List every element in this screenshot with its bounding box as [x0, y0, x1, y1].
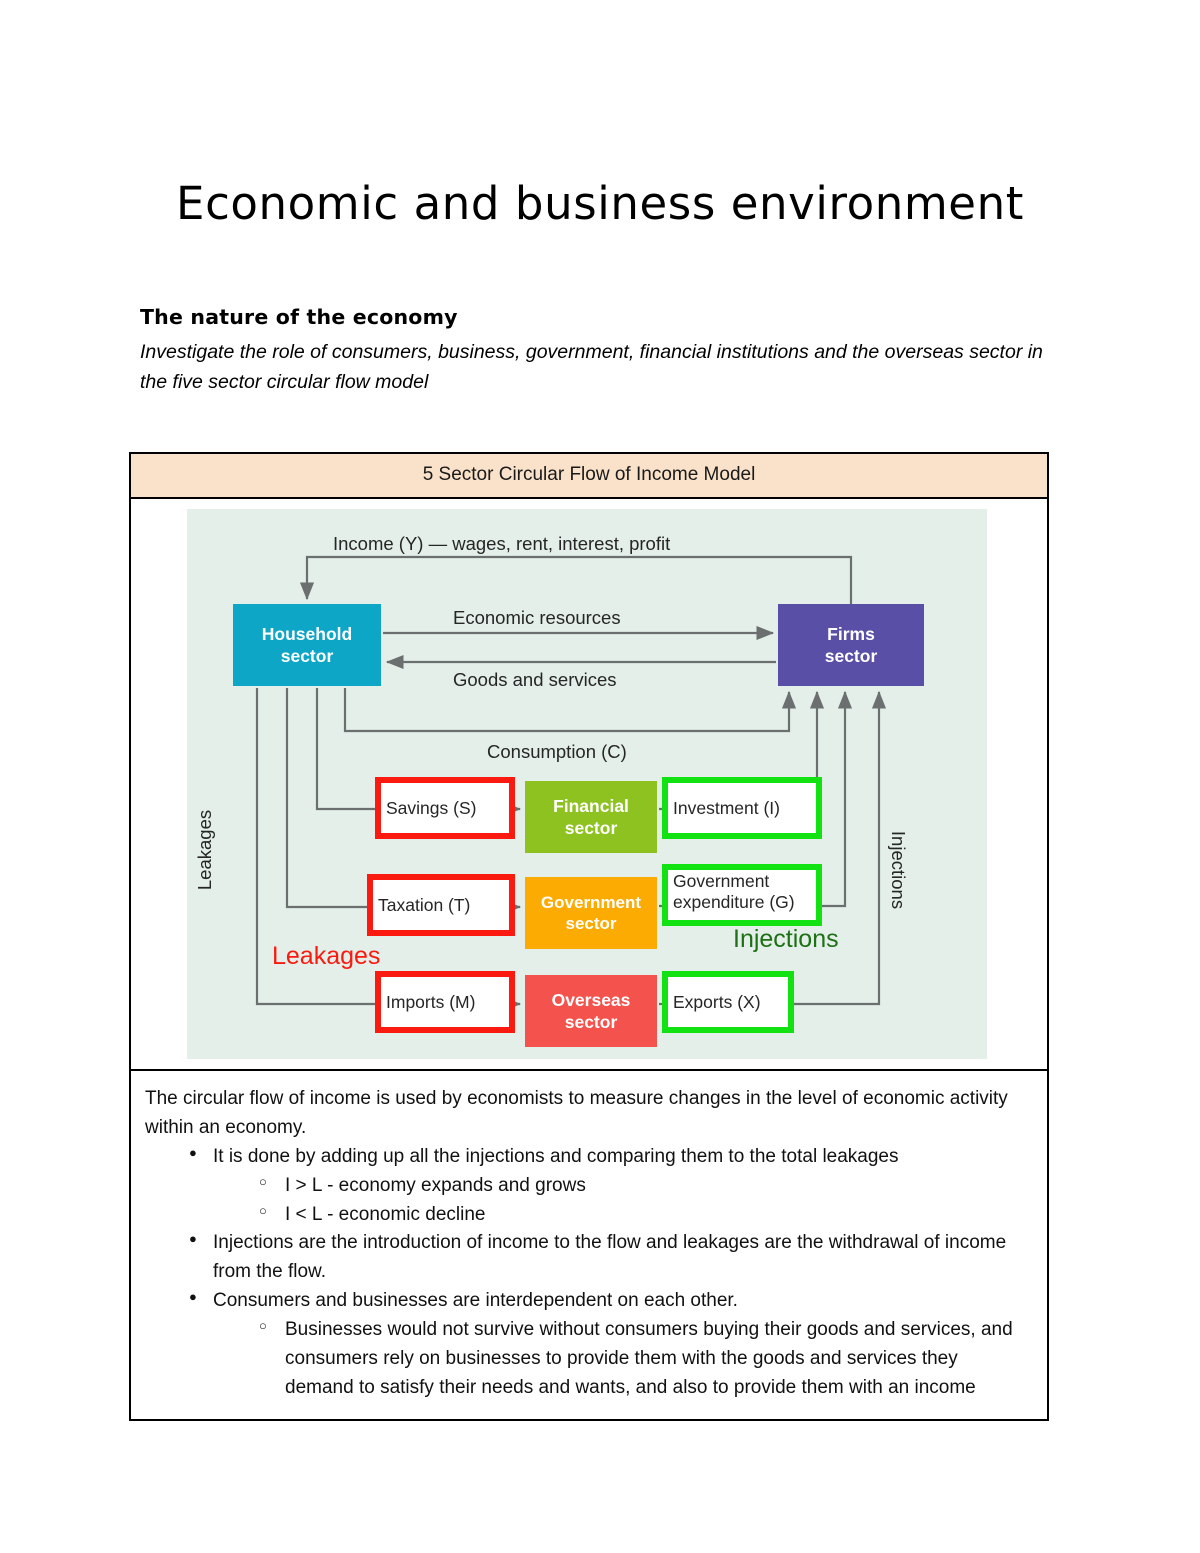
sector-financial-line1: Financial: [553, 795, 629, 816]
sector-household-line1: Household: [261, 623, 353, 644]
sector-overseas-line2: sector: [564, 1012, 618, 1032]
section-subtitle: Investigate the role of consumers, busin…: [140, 341, 1043, 393]
page-title: Economic and business environment: [176, 177, 1024, 231]
sector-box-financial: Financial sector: [525, 781, 657, 853]
flow-label-economic-resources: Economic resources: [453, 607, 621, 628]
notes-subbullet-1-1: I > L - economy expands and grows: [285, 1172, 1031, 1201]
leakage-label-taxation: Taxation (T): [367, 874, 515, 936]
circular-flow-diagram: Income (Y) — wages, rent, interest, prof…: [187, 509, 987, 1059]
list-item: I < L - economic decline: [259, 1201, 1031, 1230]
list-item: Injections are the introduction of incom…: [189, 1229, 1031, 1287]
flow-arrows: [255, 555, 887, 1012]
flow-label-income: Income (Y) — wages, rent, interest, prof…: [333, 533, 671, 554]
notes-subbullet-3-1: Businesses would not survive without con…: [285, 1316, 1031, 1403]
list-item: Consumers and businesses are interdepend…: [189, 1287, 1031, 1403]
notes-bullet-1: It is done by adding up all the injectio…: [213, 1143, 1031, 1172]
diagram-caption: 5 Sector Circular Flow of Income Model: [131, 454, 1047, 499]
notes-sublist-1: I > L - economy expands and grows I < L …: [213, 1172, 1031, 1230]
list-item: Businesses would not survive without con…: [259, 1316, 1031, 1403]
notes-cell: The circular flow of income is used by e…: [131, 1069, 1047, 1419]
section-heading: The nature of the economy: [140, 305, 458, 329]
injection-label-exports: Exports (X): [662, 971, 794, 1033]
group-label-injections: Injections: [733, 925, 839, 953]
sector-box-overseas: Overseas sector: [525, 975, 657, 1047]
list-item: It is done by adding up all the injectio…: [189, 1143, 1031, 1230]
axis-label-injections: Injections: [888, 830, 910, 910]
sector-box-government: Government sector: [525, 877, 657, 949]
sector-financial-line2: sector: [564, 818, 618, 838]
leakage-label-savings: Savings (S): [375, 777, 515, 839]
axis-label-leakages: Leakages: [194, 809, 216, 891]
flow-label-consumption: Consumption (C): [487, 741, 627, 762]
sector-household-line2: sector: [280, 646, 334, 666]
notes-bullet-list: It is done by adding up all the injectio…: [145, 1143, 1031, 1403]
notes-bullet-3: Consumers and businesses are interdepend…: [213, 1287, 1031, 1316]
diagram-cell: Income (Y) — wages, rent, interest, prof…: [131, 509, 1047, 1059]
notes-intro: The circular flow of income is used by e…: [145, 1088, 1008, 1138]
sector-overseas-line1: Overseas: [551, 989, 631, 1010]
group-label-leakages: Leakages: [272, 942, 381, 970]
sector-firms-line2: sector: [824, 646, 878, 666]
sector-firms-line1: Firms: [827, 623, 875, 644]
leakage-label-imports: Imports (M): [375, 971, 515, 1033]
flow-label-goods-and-services: Goods and services: [453, 669, 617, 690]
sector-box-firms: Firms sector: [778, 604, 924, 686]
notes-subbullet-1-2: I < L - economic decline: [285, 1201, 1031, 1230]
list-item: I > L - economy expands and grows: [259, 1172, 1031, 1201]
diagram-table: 5 Sector Circular Flow of Income Model: [129, 452, 1049, 1421]
sector-government-line1: Government: [540, 892, 642, 912]
notes-bullet-2: Injections are the introduction of incom…: [213, 1229, 1031, 1287]
sector-box-household: Household sector: [233, 604, 381, 686]
injection-label-investment: Investment (I): [662, 777, 822, 839]
sector-government-line2: sector: [565, 914, 617, 933]
injection-label-government-expenditure: Government expenditure (G): [662, 864, 822, 926]
notes-sublist-3: Businesses would not survive without con…: [213, 1316, 1031, 1403]
